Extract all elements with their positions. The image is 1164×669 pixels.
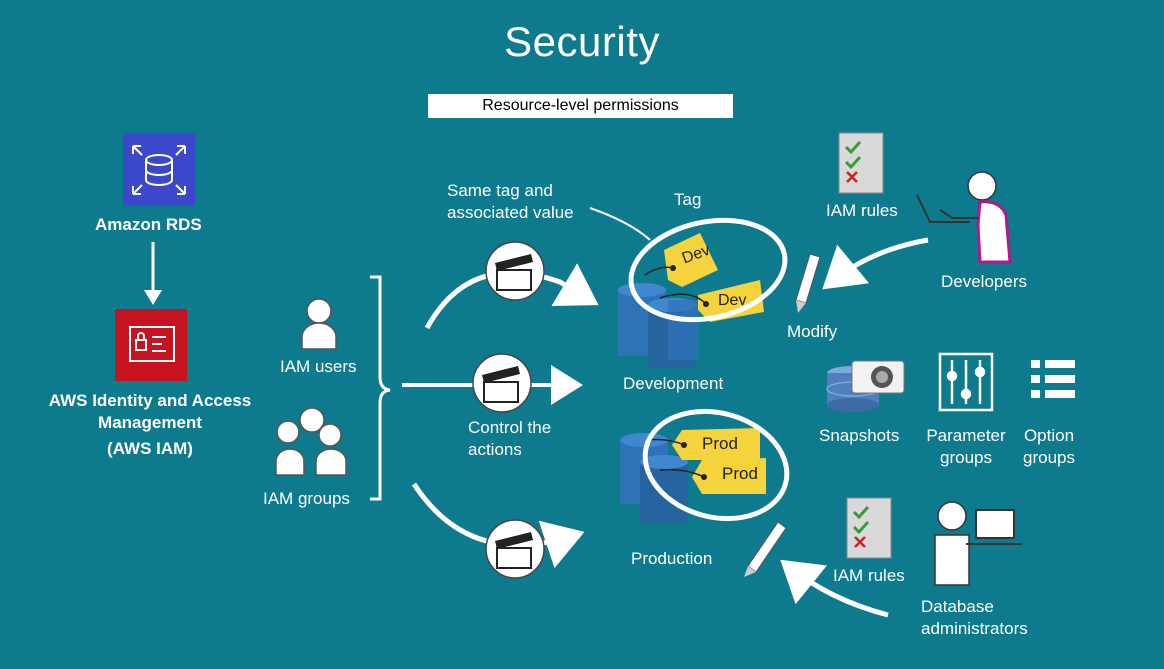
development-label: Development <box>623 374 724 393</box>
option-groups-label: Option groups <box>1014 425 1084 469</box>
parameter-groups-line1: Parameter <box>926 426 1006 445</box>
control-actions-label: Control the actions <box>468 417 551 461</box>
modify-label: Modify <box>787 322 838 341</box>
snapshots-label: Snapshots <box>819 426 900 445</box>
snapshots-icon <box>826 360 905 412</box>
resource-level-permissions-banner: Resource-level permissions <box>428 94 733 118</box>
option-groups-line1: Option <box>1023 426 1075 445</box>
database-administrators-label: Database administrators <box>921 596 1028 640</box>
development-db-icon <box>618 283 698 367</box>
iam-rules-label-top: IAM rules <box>826 201 898 220</box>
prod-tag-label-1: Prod <box>702 434 738 453</box>
developer-icon <box>916 171 1012 264</box>
iam-user-icon <box>301 298 337 350</box>
amazon-rds-label: Amazon RDS <box>95 215 202 234</box>
iam-rules-clipboard-icon-bottom <box>846 497 892 559</box>
pencil-icon-production <box>744 521 787 577</box>
production-label: Production <box>631 549 713 568</box>
pencil-icon-modify <box>795 253 821 313</box>
aws-iam-label: AWS Identity and Access Management (AWS … <box>30 390 270 460</box>
tag-label: Tag <box>674 190 702 209</box>
iam-groups-label: IAM groups <box>263 489 350 508</box>
database-administrator-icon <box>934 501 1022 586</box>
admins-to-production-arrow <box>780 559 889 618</box>
control-actions-line1: Control the <box>468 418 552 437</box>
control-actions-line2: actions <box>468 440 522 459</box>
dev-tag-icons <box>644 233 764 322</box>
aws-iam-label-line3: (AWS IAM) <box>107 439 193 458</box>
option-groups-line2: groups <box>1023 448 1075 467</box>
iam-group-icon <box>275 407 347 476</box>
database-administrators-line1: Database <box>921 597 994 616</box>
dev-tag-label-2: Dev <box>718 292 747 309</box>
clapperboard-icon-middle <box>472 353 532 413</box>
parameter-groups-icon <box>938 352 994 412</box>
prod-tag-icons <box>647 428 766 494</box>
slide-title: Security <box>504 18 660 65</box>
same-tag-line1: Same tag and <box>447 181 553 200</box>
same-tag-line2: associated value <box>447 203 574 222</box>
prod-tag-label-2: Prod <box>722 464 758 483</box>
curly-bracket <box>370 275 391 501</box>
aws-iam-icon <box>115 309 187 381</box>
iam-users-label: IAM users <box>280 357 357 376</box>
option-groups-icon <box>1031 360 1075 398</box>
aws-iam-label-line1: AWS Identity and Access <box>48 391 252 410</box>
iam-rules-label-bottom: IAM rules <box>833 566 905 585</box>
rds-to-iam-arrow <box>144 242 162 305</box>
clapperboard-icon-top <box>485 241 545 301</box>
aws-iam-label-line2: Management <box>98 413 202 432</box>
parameter-groups-label: Parameter groups <box>918 425 1014 469</box>
developers-to-modify-arrow <box>822 237 929 290</box>
developers-label: Developers <box>941 272 1027 291</box>
amazon-rds-icon <box>123 133 195 205</box>
same-tag-label: Same tag and associated value <box>447 180 574 224</box>
database-administrators-line2: administrators <box>921 619 1028 638</box>
clapperboard-icon-bottom <box>485 519 545 579</box>
parameter-groups-line2: groups <box>940 448 992 467</box>
dev-tag-highlight-ring <box>628 217 788 323</box>
iam-rules-clipboard-icon-top <box>838 132 884 194</box>
prod-tag-highlight-ring <box>642 408 790 522</box>
same-tag-pointer <box>589 207 651 241</box>
